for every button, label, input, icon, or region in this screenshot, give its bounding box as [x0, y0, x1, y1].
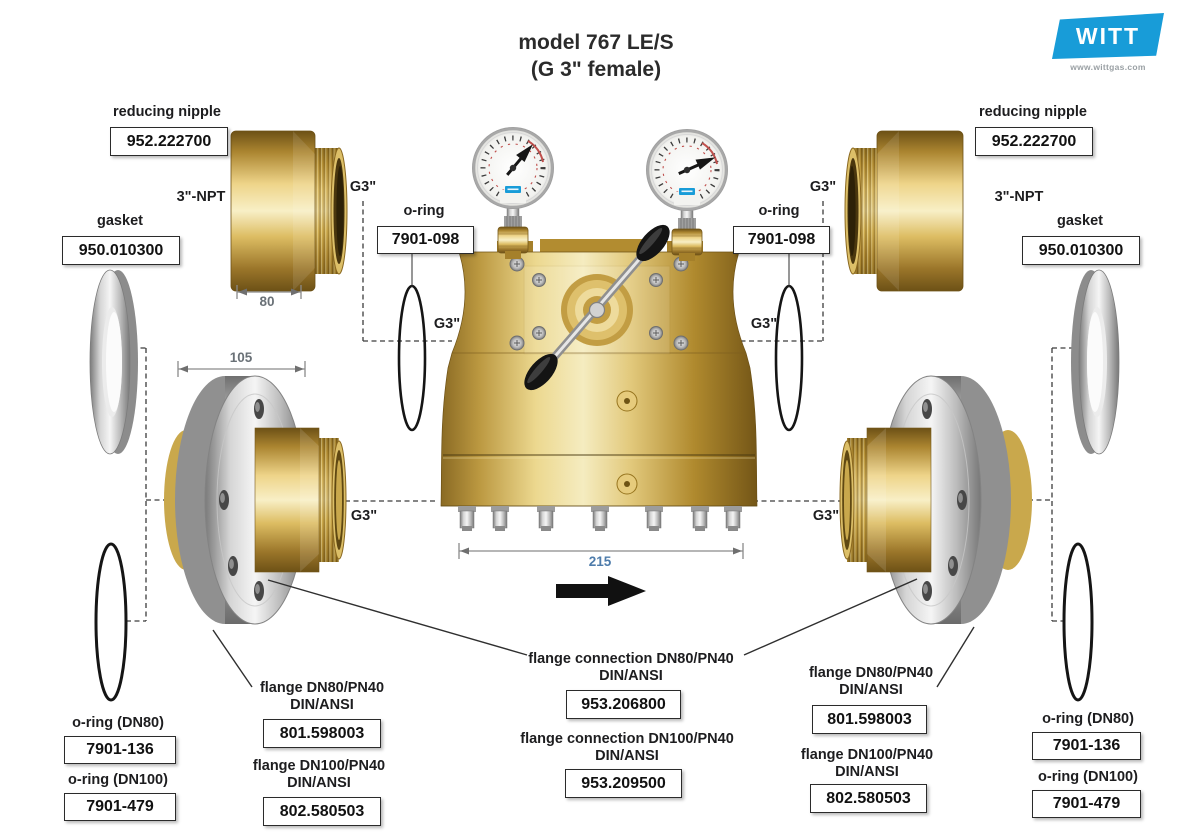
g3-label-left-oring: G3": [433, 316, 461, 332]
model-title-line2: (G 3" female): [530, 58, 662, 81]
oring-dn80-label-left: o-ring (DN80): [72, 715, 164, 731]
oring-dn100-partno-left: 7901-479: [64, 793, 176, 821]
flange-connection-dn100-name: flange connection DN100/PN40: [520, 731, 734, 747]
gauge-fitting-left: [497, 199, 529, 259]
oring-partno-right: 7901-098: [733, 226, 830, 254]
flange-dn100-standard-right: DIN/ANSI: [835, 764, 899, 780]
flange-left-graphic: [164, 375, 347, 625]
flange-dn100-label-right: flange DN100/PN40 DIN/ANSI: [787, 747, 947, 781]
flow-direction-arrow: [556, 576, 646, 606]
flange-dn100-partno-right: 802.580503: [810, 784, 927, 813]
flange-dn80-standard-left: DIN/ANSI: [290, 697, 354, 713]
oring-dn80-label-right: o-ring (DN80): [1042, 711, 1134, 727]
g3-label-left-flange: G3": [350, 508, 378, 524]
shutoff-lever-graphic: [524, 224, 670, 391]
dimension-line-80: [236, 285, 302, 299]
witt-website: www.wittgas.com: [1070, 62, 1146, 72]
witt-logo-text: WITT: [1075, 22, 1141, 49]
flange-connection-dn80-name: flange connection DN80/PN40: [528, 651, 734, 667]
reducing-nipple-partno-left: 952.222700: [110, 127, 228, 156]
flange-dn80-name-left: flange DN80/PN40: [259, 680, 385, 696]
gasket-right-graphic: [1071, 269, 1120, 455]
flange-dn80-partno-left: 801.598003: [263, 719, 381, 748]
flange-dn100-standard-left: DIN/ANSI: [287, 775, 351, 791]
page-title: model 767 LE/S (G 3" female): [446, 29, 746, 83]
oring-label-left: o-ring: [403, 203, 445, 219]
dimension-line-215: [458, 543, 744, 559]
gasket-partno-left: 950.010300: [62, 236, 180, 265]
reducing-nipple-label-left: reducing nipple: [113, 104, 221, 120]
gasket-left-graphic: [89, 269, 138, 455]
dimension-80: 80: [259, 294, 275, 309]
body-screws: [509, 256, 689, 351]
witt-logo: WITT www.wittgas.com: [1052, 13, 1164, 72]
g3-label-right-nipple: G3": [809, 179, 837, 195]
flange-dn100-partno-left: 802.580503: [263, 797, 381, 826]
dimension-105: 105: [229, 350, 253, 365]
model-title-line1: model 767 LE/S: [518, 31, 674, 54]
witt-logo-flag: WITT: [1052, 13, 1164, 59]
oring-flange-left-graphic: [94, 542, 128, 702]
reducing-nipple-left-graphic: [230, 130, 348, 292]
oring-label-right: o-ring: [758, 203, 800, 219]
dimension-215: 215: [588, 554, 612, 569]
gasket-label-left: gasket: [97, 213, 143, 229]
flange-dn80-label-right: flange DN80/PN40 DIN/ANSI: [791, 665, 951, 699]
oring-dn80-partno-left: 7901-136: [64, 736, 176, 764]
oring-g3-left-graphic: [397, 284, 427, 432]
oring-dn100-partno-right: 7901-479: [1032, 790, 1141, 818]
regulator-body-graphic: [440, 239, 758, 531]
reducing-nipple-label-right: reducing nipple: [979, 104, 1087, 120]
oring-g3-right-graphic: [774, 284, 804, 432]
pressure-gauge-right-icon: [646, 129, 728, 211]
gasket-partno-right: 950.010300: [1022, 236, 1140, 265]
flange-dn80-standard-right: DIN/ANSI: [839, 682, 903, 698]
reducing-nipple-partno-right: 952.222700: [975, 127, 1093, 156]
bottom-bolts: [458, 506, 742, 531]
flange-dn80-name-right: flange DN80/PN40: [808, 665, 934, 681]
flange-connection-dn100-label: flange connection DN100/PN40 DIN/ANSI: [516, 731, 738, 765]
flange-dn100-name-left: flange DN100/PN40: [252, 758, 386, 774]
oring-dn100-label-left: o-ring (DN100): [68, 772, 168, 788]
oring-dn100-label-right: o-ring (DN100): [1038, 769, 1138, 785]
flange-dn80-partno-right: 801.598003: [812, 705, 927, 734]
pressure-gauge-left-icon: [472, 127, 554, 209]
g3-label-right-flange: G3": [812, 508, 840, 524]
gasket-label-right: gasket: [1057, 213, 1103, 229]
leader-lines: [212, 253, 975, 688]
flange-connection-dn100-partno: 953.209500: [565, 769, 682, 798]
flange-dn100-name-right: flange DN100/PN40: [800, 747, 934, 763]
reducing-nipple-right-graphic: [844, 130, 964, 292]
flange-connection-dn80-partno: 953.206800: [566, 690, 681, 719]
g3-label-left-nipple: G3": [349, 179, 377, 195]
oring-dn80-partno-right: 7901-136: [1032, 732, 1141, 760]
npt-label-right: 3"-NPT: [994, 189, 1044, 205]
flange-dn80-label-left: flange DN80/PN40 DIN/ANSI: [242, 680, 402, 714]
dimension-line-105: [177, 361, 306, 377]
flange-connection-dn100-standard: DIN/ANSI: [595, 748, 659, 764]
oring-flange-right-graphic: [1062, 542, 1094, 702]
oring-partno-left: 7901-098: [377, 226, 474, 254]
flange-connection-dn80-standard: DIN/ANSI: [599, 668, 663, 684]
g3-label-right-oring: G3": [750, 316, 778, 332]
flange-connection-dn80-label: flange connection DN80/PN40 DIN/ANSI: [520, 651, 742, 685]
flange-dn100-label-left: flange DN100/PN40 DIN/ANSI: [239, 758, 399, 792]
flange-right-graphic: [839, 375, 1032, 625]
npt-label-left: 3"-NPT: [176, 189, 226, 205]
